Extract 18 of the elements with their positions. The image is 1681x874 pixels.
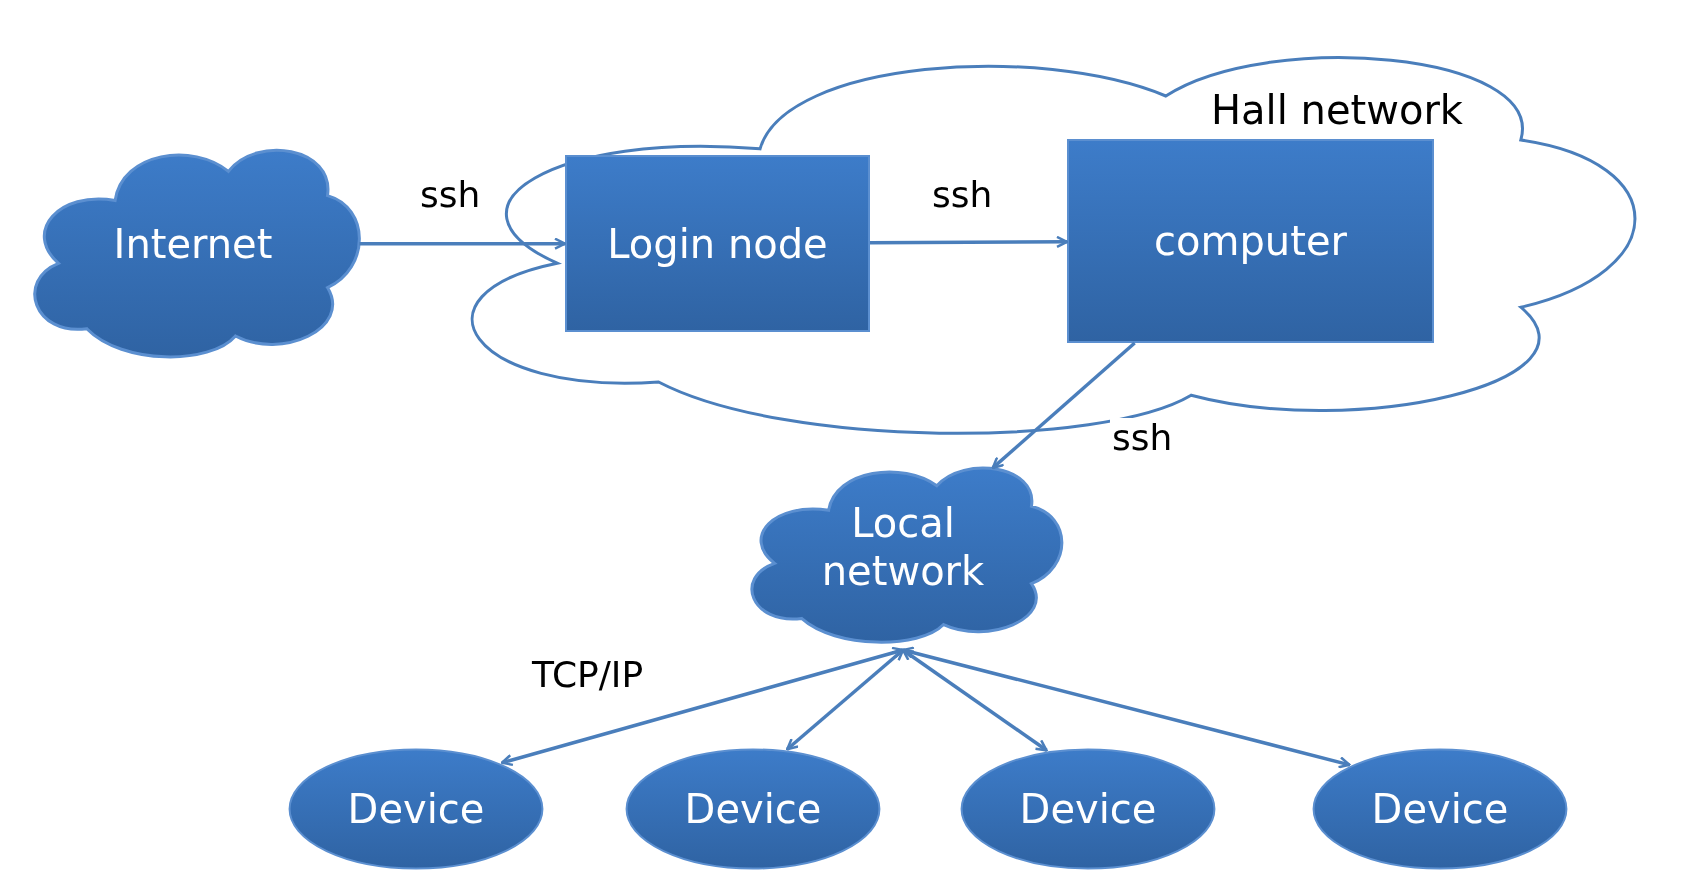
arrow [991, 341, 1136, 470]
node-label: computer [1154, 217, 1347, 265]
node-label: Device [1019, 785, 1157, 833]
arrow [901, 646, 1351, 769]
node-label: Device [1371, 785, 1509, 833]
arrow [785, 648, 905, 751]
arrow [500, 646, 905, 767]
node-box [1067, 139, 1434, 343]
node-label: Device [684, 785, 822, 833]
node-box [565, 155, 870, 332]
node-label: Local network [820, 499, 986, 595]
node-label: Login node [607, 219, 828, 268]
node-label: Internet [113, 220, 273, 268]
arrow [901, 648, 1048, 752]
arrow [359, 237, 567, 250]
node-label: Device [347, 785, 485, 833]
node-label: Hall network [1211, 86, 1463, 134]
arrow [870, 235, 1069, 249]
